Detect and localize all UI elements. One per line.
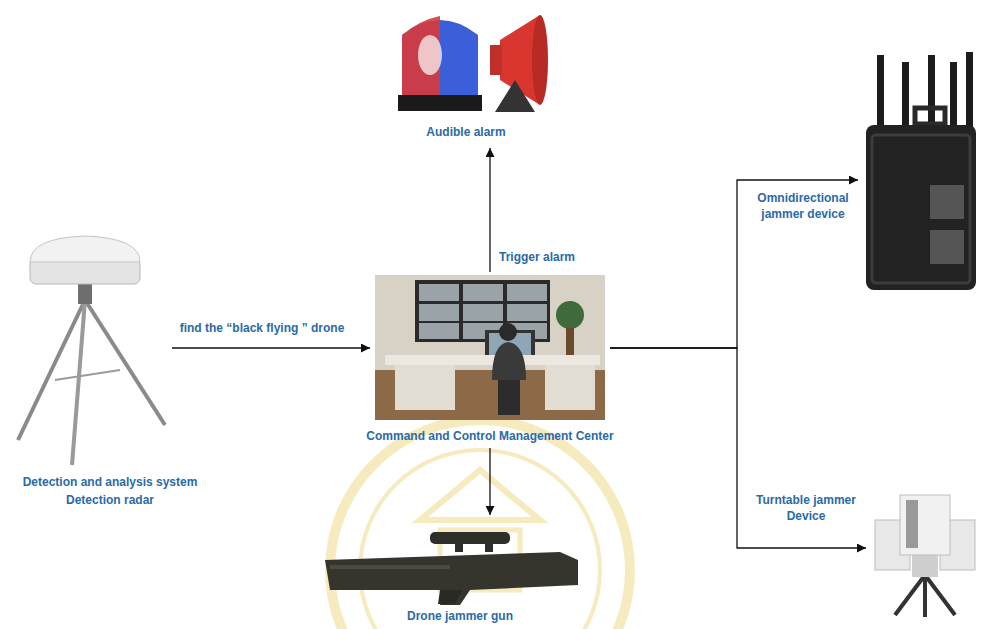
- connector-arrow: [489, 148, 490, 272]
- connector-arrow: [610, 180, 858, 348]
- connector-arrow: [489, 448, 490, 515]
- component-caption: Turntable jammer Device: [748, 492, 864, 524]
- component-node: Drone jammer gun: [318, 515, 583, 627]
- component-caption: Omnidirectional jammer device: [745, 190, 861, 222]
- connector-label: Trigger alarm: [497, 249, 577, 265]
- component-node: Audible alarm: [385, 4, 545, 148]
- component-node: Turntable jammer Device: [866, 488, 986, 618]
- connector-label: find the “black flying ” drone: [178, 320, 347, 336]
- radar-illustration: [18, 236, 165, 465]
- component-node: Omnidirectional jammer device: [858, 48, 980, 293]
- connector-arrow: [172, 347, 370, 348]
- control-room-photo: [375, 275, 605, 420]
- component-node: Detection and analysis systemDetection r…: [10, 245, 172, 470]
- watermark-logo: [330, 420, 630, 629]
- jammer-gun-illustration: [325, 532, 578, 605]
- omni-jammer-illustration: [866, 52, 976, 290]
- alarm-illustration: [398, 15, 548, 112]
- connector-arrow: [610, 348, 866, 548]
- component-caption: Command and Control Management Center: [366, 428, 613, 444]
- component-caption: Drone jammer gun: [407, 608, 513, 624]
- component-caption: Detection radar: [66, 492, 154, 508]
- component-caption: Detection and analysis system: [23, 474, 198, 490]
- component-caption: Audible alarm: [426, 124, 505, 140]
- component-node: Command and Control Management Center: [370, 272, 610, 448]
- turntable-jammer-illustration: [875, 495, 975, 617]
